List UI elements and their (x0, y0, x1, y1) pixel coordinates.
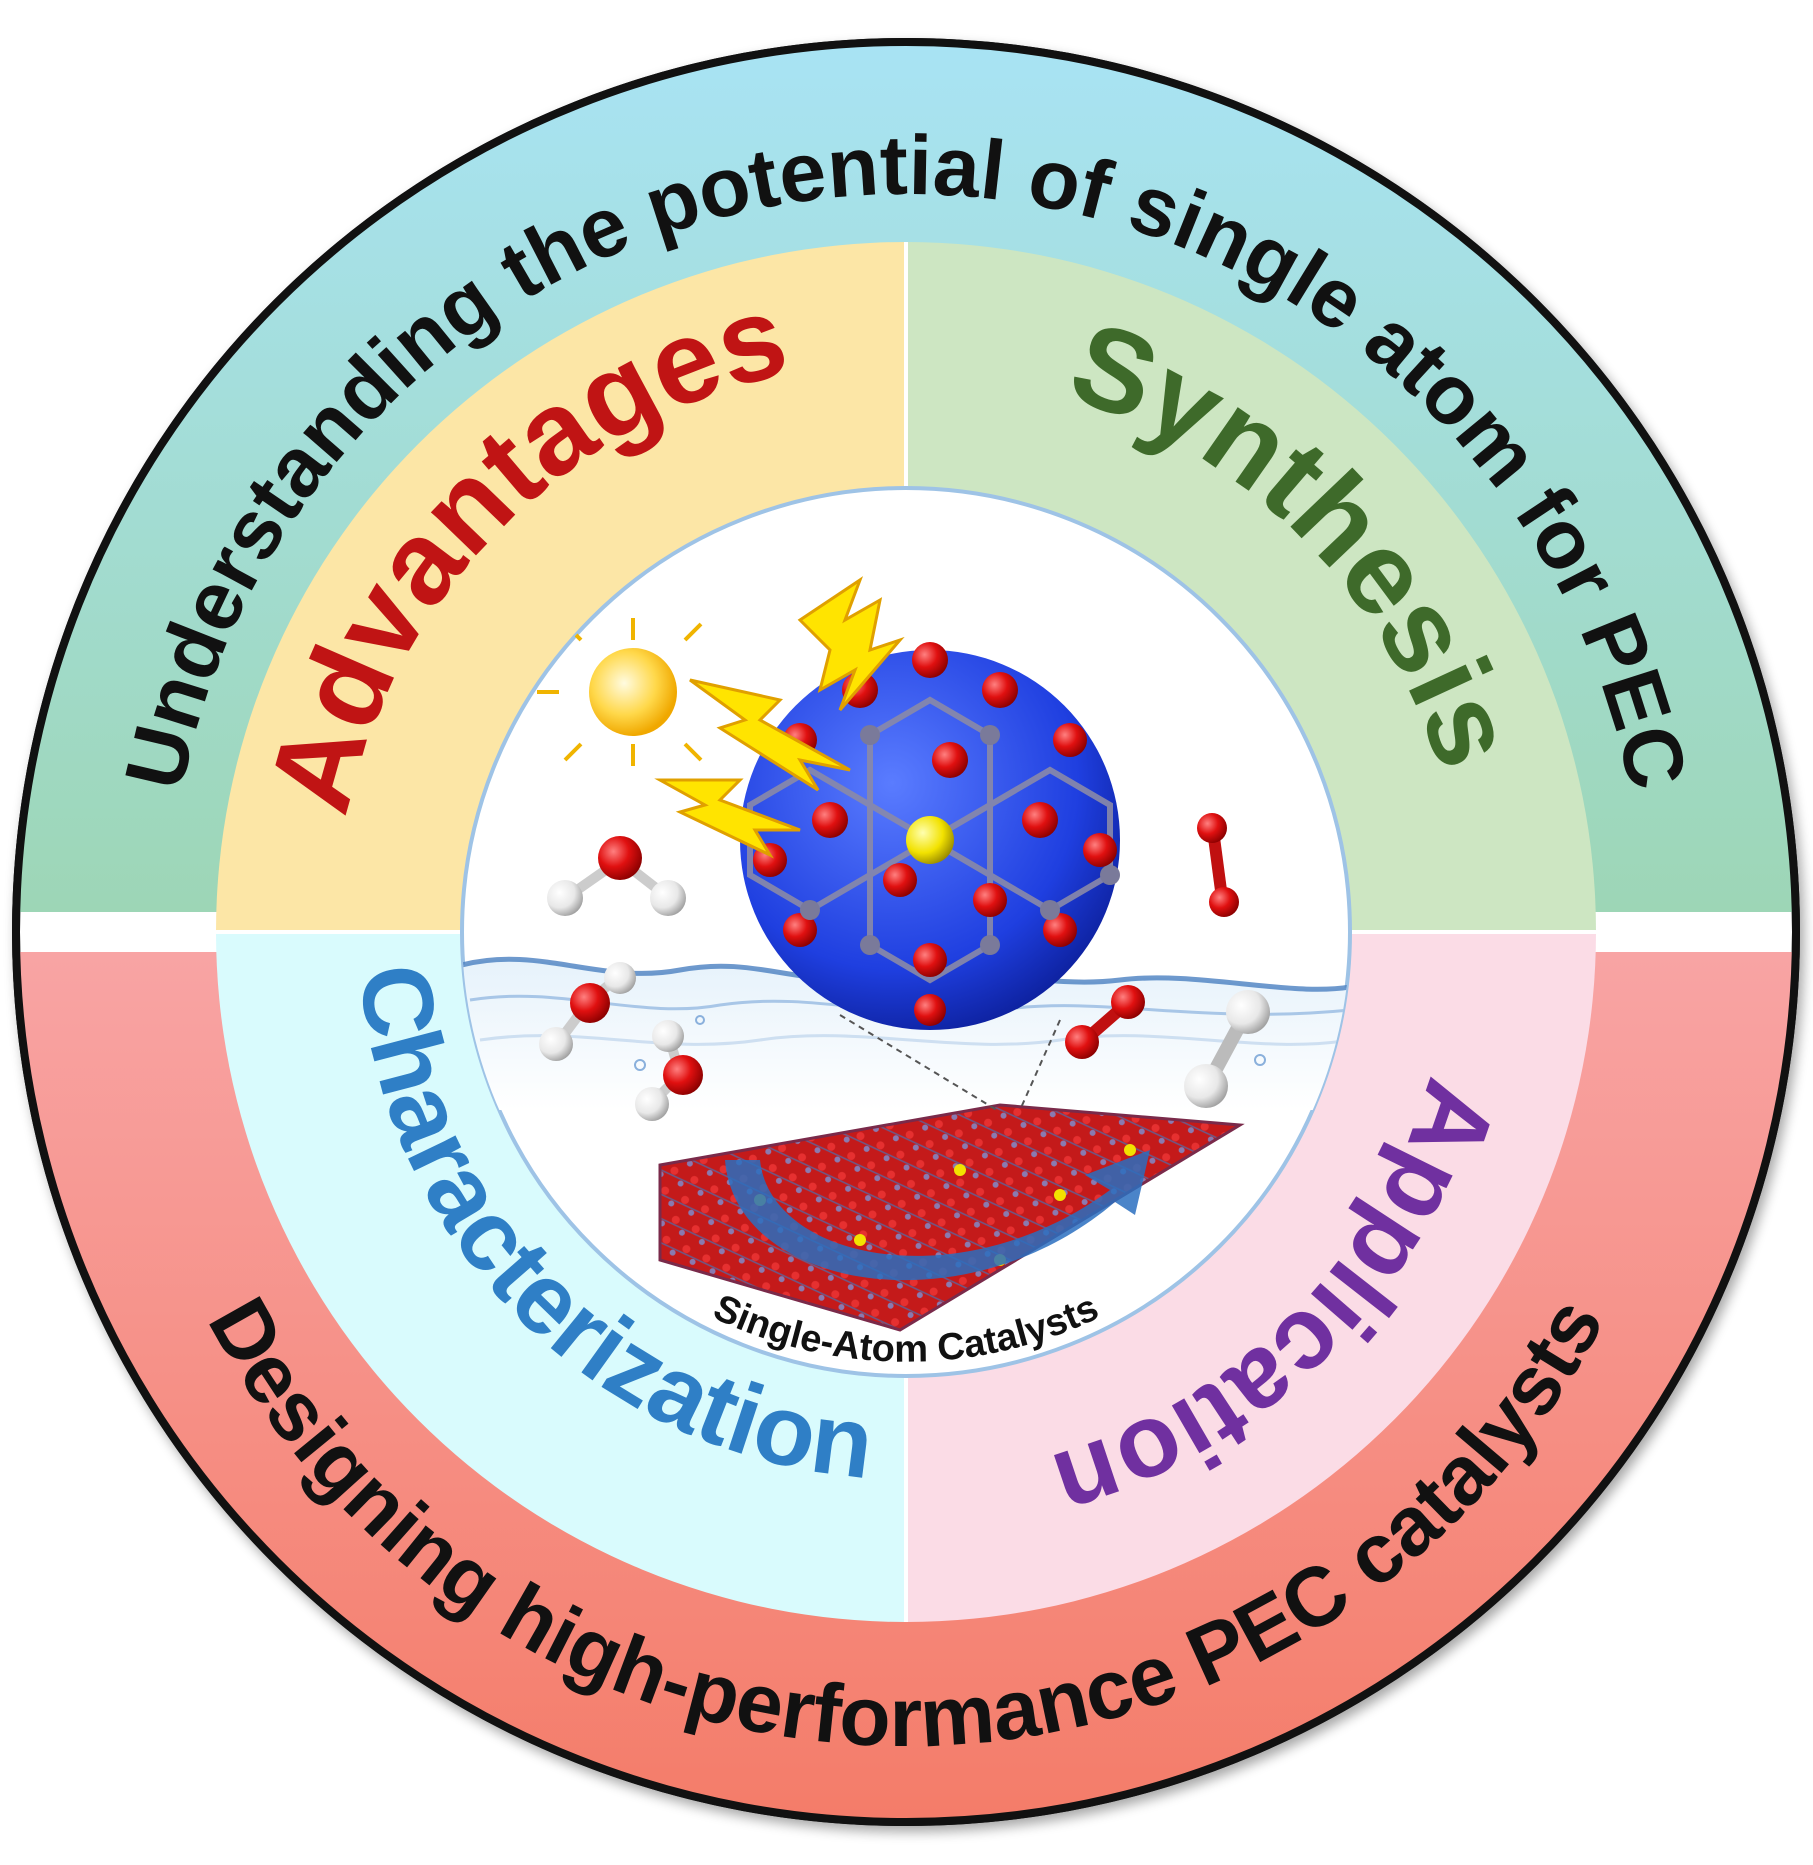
outer-ring-border (12, 38, 1800, 1826)
center-illustration (462, 576, 1350, 1332)
curved-arrow (725, 1150, 1150, 1281)
oxygen-molecule-icon (1065, 985, 1145, 1059)
water-molecule-icon (539, 962, 636, 1061)
lightning-bolt-icon (654, 576, 905, 859)
oxygen-molecule-icon (1197, 813, 1239, 917)
zoom-line-left (839, 1014, 1001, 1113)
zoom-line-right (1019, 1019, 1061, 1111)
hydrogen-molecule-icon (1184, 990, 1270, 1108)
single-atom-site (906, 816, 954, 864)
water-molecule-icon (635, 1020, 703, 1121)
water-molecule-icon (547, 836, 686, 916)
